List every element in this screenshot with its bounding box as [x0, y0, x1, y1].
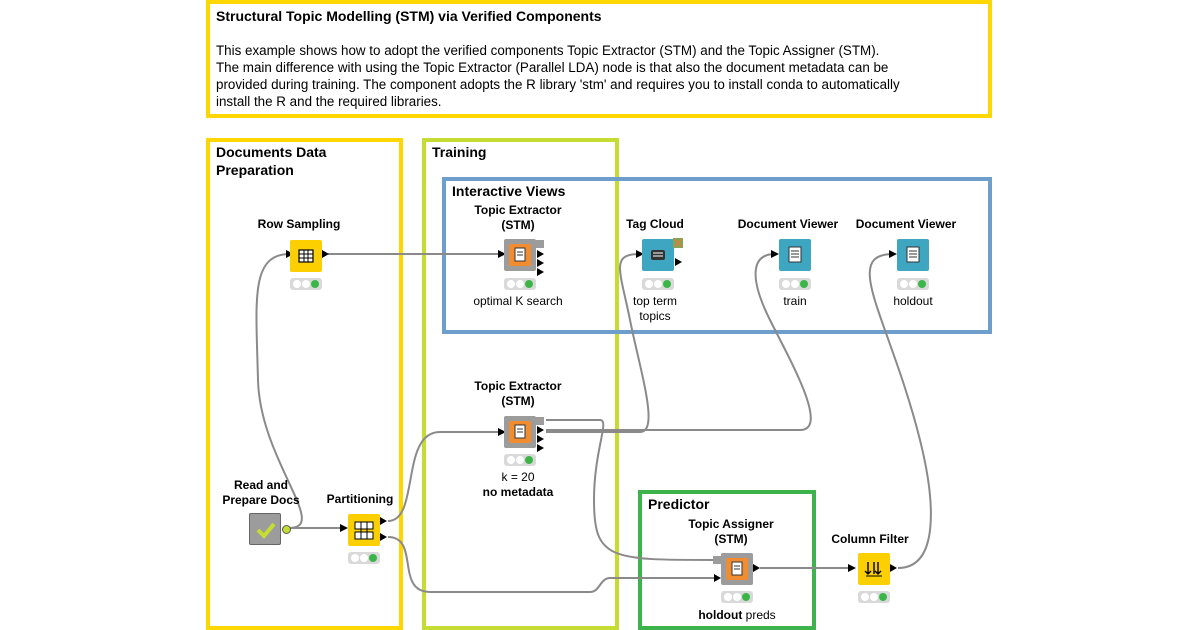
node-title-doc-viewer-1: Document Viewer	[737, 217, 839, 231]
node-title-column-filter: Column Filter	[831, 532, 909, 546]
node-label-topic-extractor-1: optimal K search	[473, 294, 563, 308]
tag-cloud-node[interactable]	[642, 239, 674, 271]
topic-assigner-model-input-port[interactable]	[713, 556, 721, 564]
document-viewer-icon	[788, 246, 802, 263]
description-title: Structural Topic Modelling (STM) via Ver…	[216, 8, 602, 24]
annotation-title-views: Interactive Views	[452, 183, 566, 199]
node-title-read-prepare: Read and Prepare Docs	[222, 478, 300, 507]
node-label-topic-assigner-rest: preds	[742, 608, 776, 622]
node-label-doc-viewer-2: holdout	[893, 294, 933, 308]
document-icon	[509, 244, 531, 266]
topic-extractor-1-output-port-1[interactable]	[537, 250, 544, 258]
document-icon	[726, 558, 748, 580]
topic-assigner-status	[721, 591, 753, 603]
node-label-topic-extractor-2-nometa: no metadata	[482, 485, 554, 499]
column-filter-icon	[864, 562, 882, 577]
topic-extractor-optimal-k-node[interactable]	[504, 239, 536, 271]
wire-extractor2-model-to-assigner	[546, 419, 717, 561]
document-viewer-icon	[906, 246, 920, 263]
topic-extractor-2-model-port[interactable]	[536, 417, 544, 425]
document-viewer-holdout-node[interactable]	[897, 239, 929, 271]
node-title-topic-extractor-1: Topic Extractor (STM)	[474, 203, 562, 232]
table-grid-icon	[298, 249, 314, 263]
wire-partition-to-assigner	[387, 536, 716, 593]
checkmark-icon	[256, 522, 276, 539]
topic-extractor-2-output-port-2[interactable]	[537, 435, 544, 443]
partition-table-icon	[354, 521, 374, 540]
wire-read-to-rowsampling	[255, 253, 303, 529]
partitioning-output-port-1[interactable]	[380, 517, 387, 525]
topic-extractor-k20-node[interactable]	[504, 416, 536, 448]
topic-assigner-data-input-port[interactable]	[714, 574, 721, 582]
column-filter-output-port[interactable]	[890, 564, 897, 572]
document-icon	[509, 421, 531, 443]
topic-assigner-output-port[interactable]	[753, 564, 760, 572]
wire-columnfilter-to-docviewer2	[868, 253, 932, 569]
column-filter-node[interactable]	[858, 553, 890, 585]
topic-extractor-2-status	[504, 454, 536, 466]
row-sampling-output-port[interactable]	[322, 250, 329, 258]
topic-extractor-1-output-port-2[interactable]	[537, 259, 544, 267]
node-title-tag-cloud: Tag Cloud	[626, 217, 684, 231]
node-label-topic-assigner-bold: holdout	[698, 608, 743, 622]
node-title-row-sampling: Row Sampling	[257, 217, 341, 231]
partitioning-status	[348, 552, 380, 564]
topic-extractor-1-status	[504, 278, 536, 290]
node-label-doc-viewer-1: train	[783, 294, 807, 308]
annotation-predictor[interactable]: Predictor	[638, 490, 816, 630]
column-filter-status	[858, 591, 890, 603]
topic-assigner-node[interactable]	[721, 553, 753, 585]
description-body: This example shows how to adopt the veri…	[216, 43, 900, 109]
doc-viewer-1-status	[779, 278, 811, 290]
read-prepare-docs-node[interactable]	[249, 513, 281, 545]
wire-extractor2-to-tagcloud	[546, 253, 650, 433]
document-viewer-train-node[interactable]	[779, 239, 811, 271]
description-annotation[interactable]: Structural Topic Modelling (STM) via Ver…	[206, 0, 992, 118]
image-port-icon	[673, 238, 683, 248]
annotation-training[interactable]: Training	[422, 138, 619, 630]
wire-partition-to-extractor2	[387, 431, 500, 522]
partitioning-node[interactable]	[348, 514, 380, 546]
tag-cloud-status	[642, 278, 674, 290]
node-title-topic-assigner: Topic Assigner (STM)	[688, 517, 774, 546]
tag-cloud-icon	[651, 250, 665, 260]
node-title-partitioning: Partitioning	[326, 492, 394, 506]
tag-cloud-output-port[interactable]	[675, 258, 682, 266]
row-sampling-node[interactable]	[290, 240, 322, 272]
topic-extractor-1-model-port[interactable]	[536, 240, 544, 248]
doc-viewer-2-status	[897, 278, 929, 290]
annotation-title-predictor: Predictor	[648, 496, 710, 512]
topic-extractor-2-output-port-1[interactable]	[537, 426, 544, 434]
row-sampling-status	[290, 278, 322, 290]
annotation-documents-data-preparation[interactable]: Documents Data Preparation	[206, 138, 403, 630]
read-prepare-output-port[interactable]	[282, 525, 291, 534]
annotation-interactive-views[interactable]: Interactive Views	[442, 177, 992, 334]
wire-extractor2-to-docviewer1	[546, 253, 812, 431]
node-label-tag-cloud: top term topics	[632, 294, 677, 323]
topic-extractor-2-output-port-3[interactable]	[537, 444, 544, 452]
annotation-title-prep: Documents Data Preparation	[216, 144, 327, 178]
annotation-title-training: Training	[432, 144, 487, 160]
node-label-topic-extractor-2-k: k = 20	[501, 470, 535, 484]
node-title-topic-extractor-2: Topic Extractor (STM)	[474, 379, 562, 408]
node-label-topic-assigner: holdout preds	[662, 608, 812, 623]
node-title-doc-viewer-2: Document Viewer	[855, 217, 957, 231]
topic-extractor-1-output-port-3[interactable]	[537, 268, 544, 276]
partitioning-output-port-2[interactable]	[380, 533, 387, 541]
